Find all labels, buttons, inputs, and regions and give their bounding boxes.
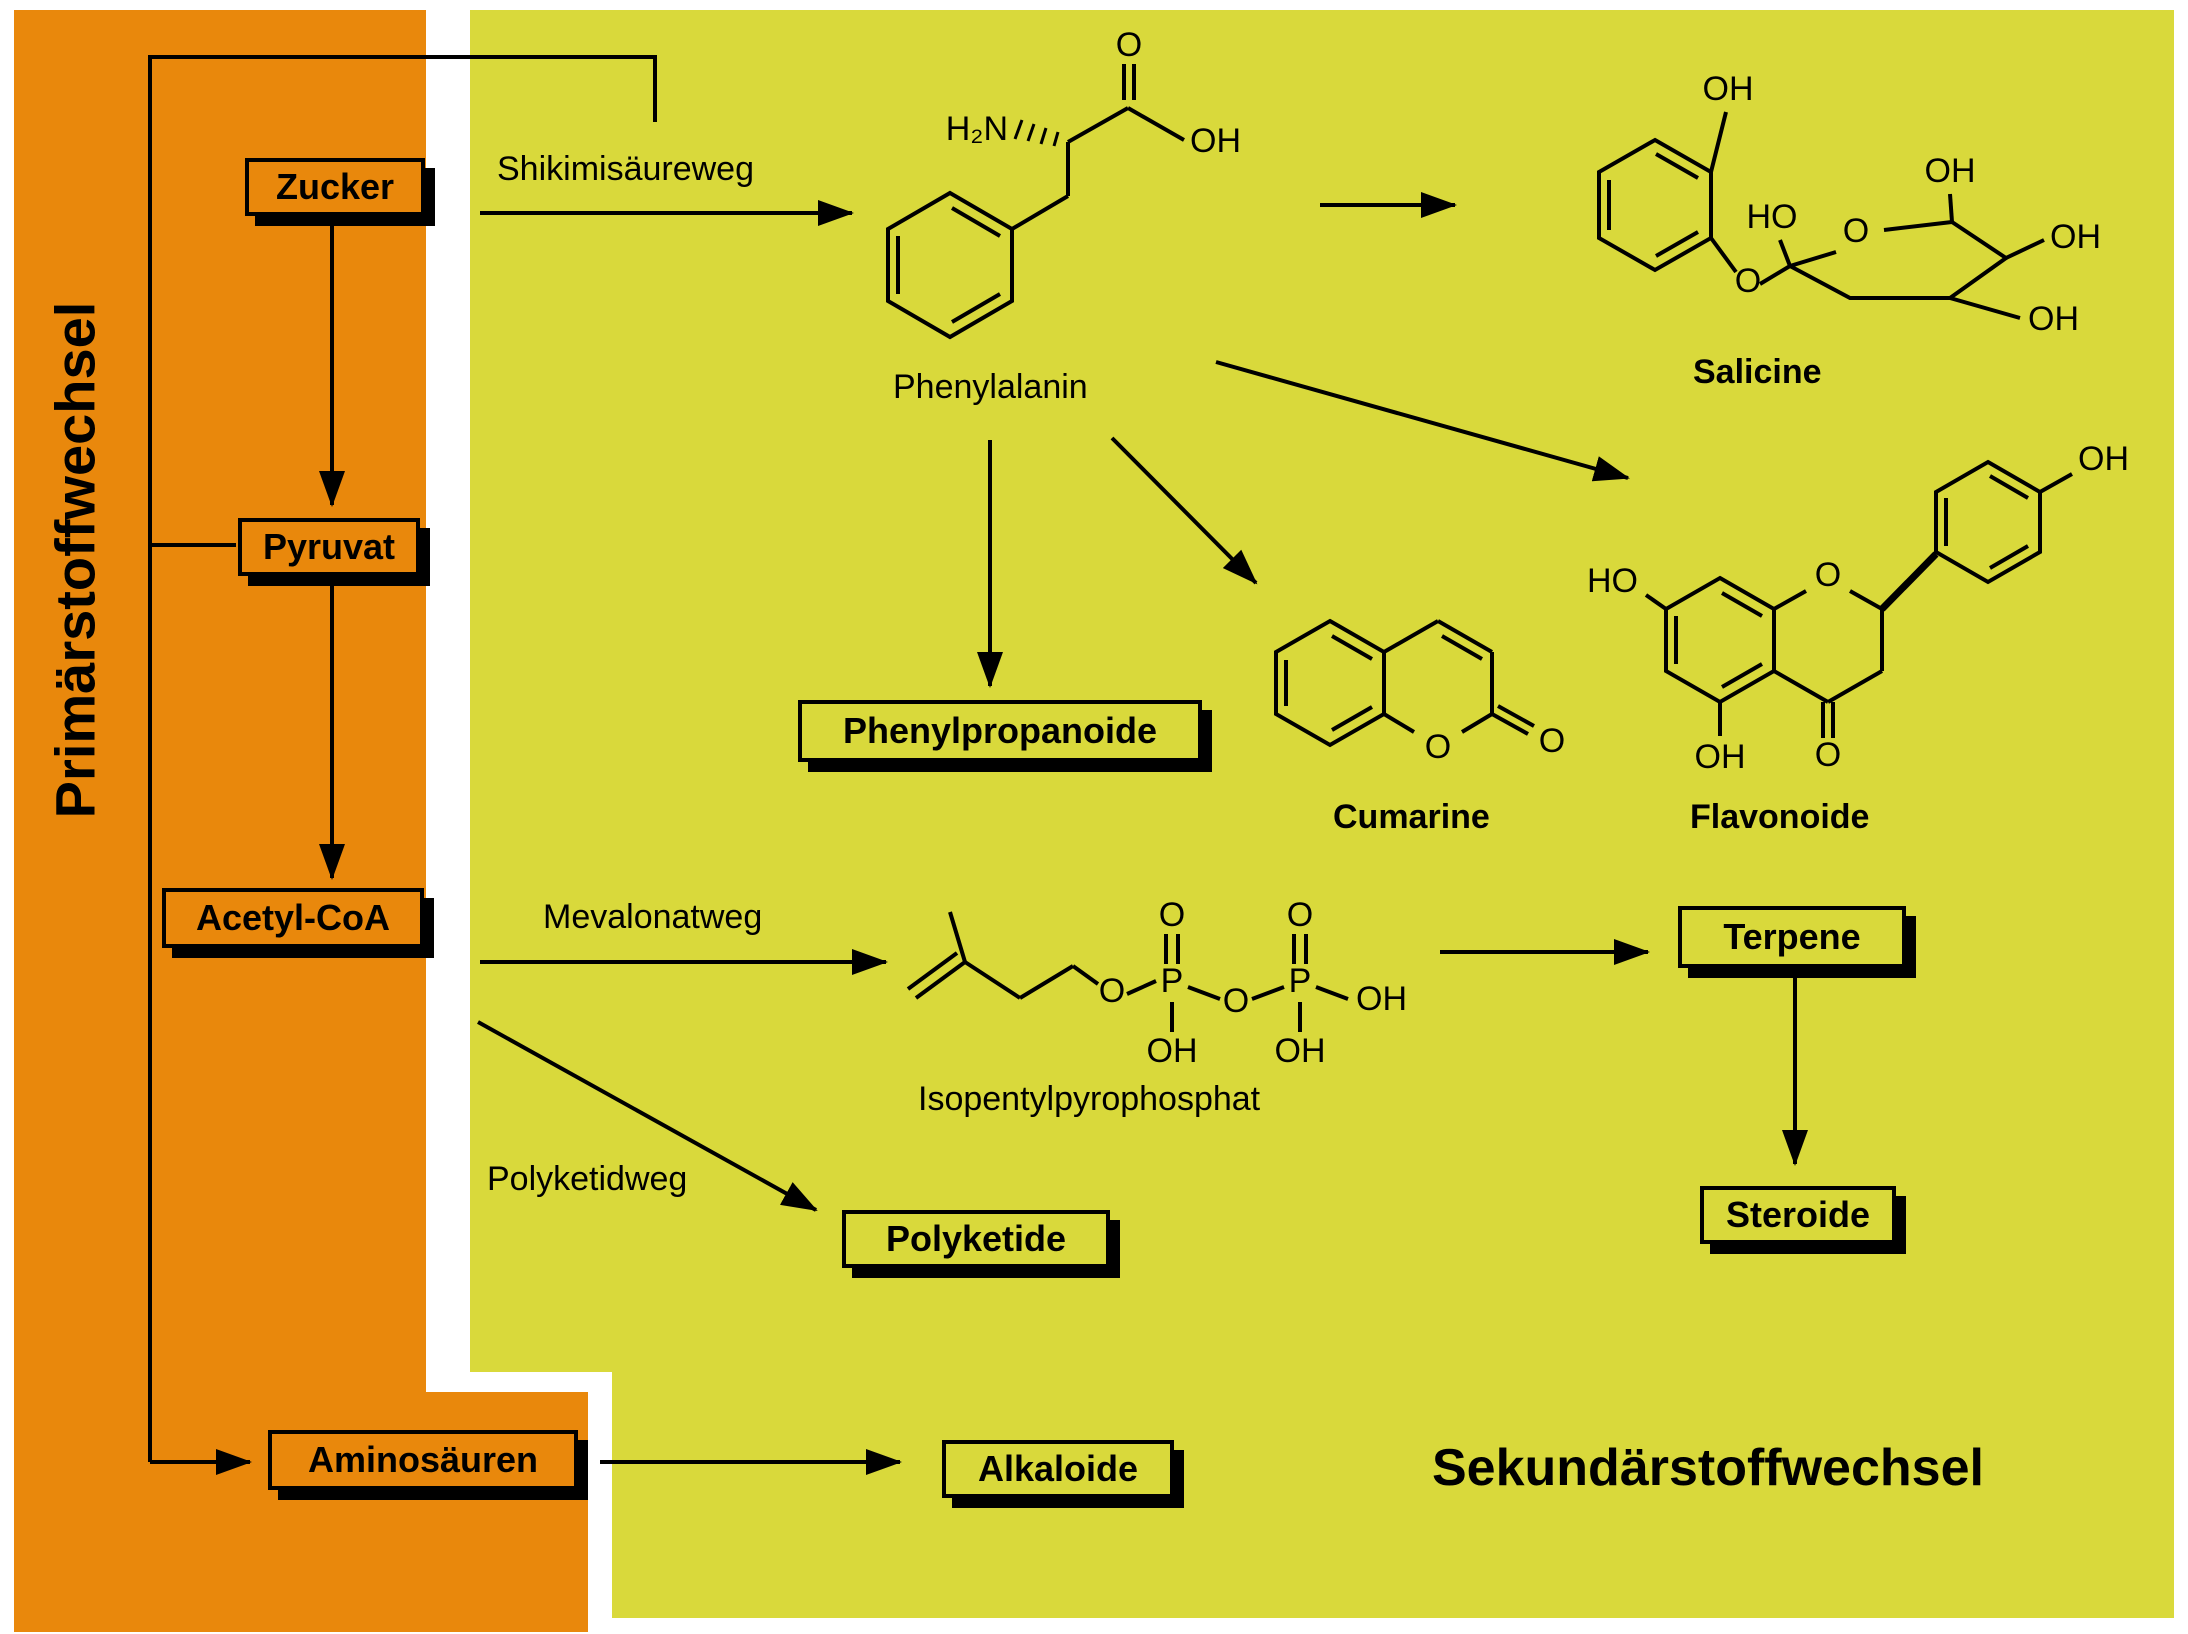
- label-salicine: Salicine: [1693, 353, 1822, 391]
- node-terpene: Terpene: [1678, 906, 1906, 968]
- primary-metabolism-region: [14, 10, 426, 1632]
- primary-metabolism-region-extension: [426, 1392, 588, 1632]
- label-isopentylpyrophosphat: Isopentylpyrophosphat: [918, 1080, 1261, 1118]
- node-aminosaeuren: Aminosäuren: [268, 1430, 578, 1490]
- label-phenylalanin: Phenylalanin: [893, 368, 1088, 406]
- label-polyketidweg: Polyketidweg: [487, 1160, 688, 1198]
- label-mevalonatweg: Mevalonatweg: [543, 898, 763, 936]
- label-flavonoide: Flavonoide: [1690, 798, 1870, 836]
- node-steroide: Steroide: [1700, 1186, 1896, 1244]
- node-polyketide: Polyketide: [842, 1210, 1110, 1268]
- node-alkaloide: Alkaloide: [942, 1440, 1174, 1498]
- secondary-metabolism-region-extension: [612, 1372, 2174, 1618]
- primary-metabolism-title: Primärstoffwechsel: [43, 301, 107, 819]
- node-pyruvat: Pyruvat: [238, 518, 420, 576]
- node-acetyl-coa: Acetyl-CoA: [162, 888, 424, 948]
- secondary-metabolism-region: [470, 10, 2174, 1372]
- secondary-metabolism-title: Sekundärstoffwechsel: [1432, 1439, 1984, 1497]
- label-shikimisaeureweg: Shikimisäureweg: [497, 150, 754, 188]
- label-cumarine: Cumarine: [1333, 798, 1490, 836]
- node-zucker: Zucker: [245, 158, 425, 216]
- node-phenylpropanoide: Phenylpropanoide: [798, 700, 1202, 762]
